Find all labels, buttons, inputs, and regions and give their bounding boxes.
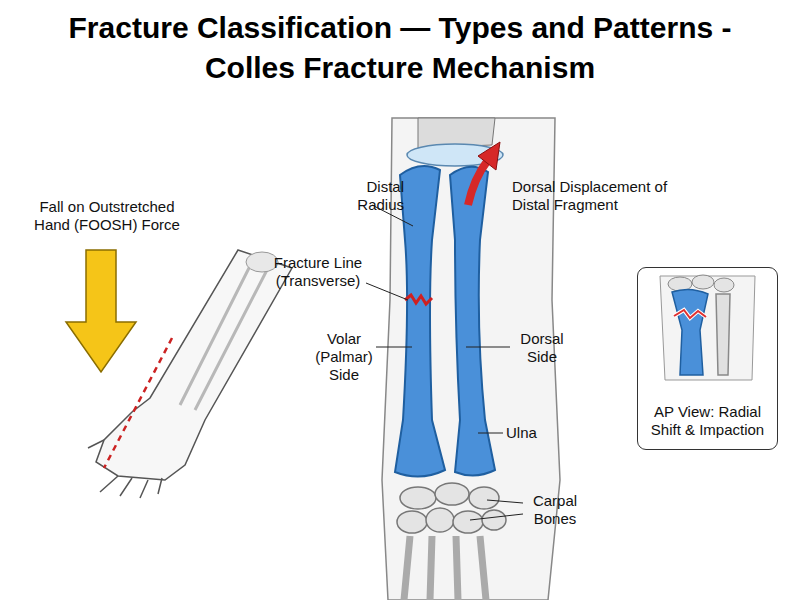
- inset-caption: AP View: Radial Shift & Impaction: [642, 403, 773, 439]
- displacement-arrowhead: [478, 142, 500, 170]
- metacarpals: [404, 536, 486, 600]
- inset-fracture: [674, 310, 706, 318]
- displacement-arrow: [468, 160, 488, 205]
- inset-carpals: [668, 275, 734, 292]
- part-label: Volar (Palmar) Side: [312, 330, 376, 384]
- part-label: Fall on Outstretched Hand (FOOSH) Force: [22, 198, 192, 234]
- inset-view-box: AP View: Radial Shift & Impaction: [637, 267, 778, 450]
- fracture-line: [405, 295, 432, 304]
- force-arrow: [66, 250, 136, 372]
- ulna-bone: [450, 167, 495, 476]
- part-label: Distal Radius: [318, 178, 404, 214]
- part-label: Ulna: [506, 424, 546, 442]
- inset-fracture-glow: [674, 310, 706, 318]
- part-label: Fracture Line (Transverse): [262, 254, 374, 290]
- inset-radius: [672, 289, 708, 375]
- part-label: Dorsal Side: [512, 330, 572, 366]
- part-label: Carpal Bones: [524, 492, 586, 528]
- carpal-bones: [397, 483, 506, 533]
- leader-lines: [366, 205, 523, 520]
- arm-outline: [96, 250, 292, 480]
- finger-lines: [88, 440, 162, 498]
- elbow-joint: [246, 252, 278, 272]
- diagram-title: Fracture Classification — Types and Patt…: [20, 8, 780, 88]
- inset-ulna: [716, 294, 730, 375]
- part-label: Dorsal Displacement of Distal Fragment: [512, 178, 692, 214]
- arm-bones: [180, 262, 268, 410]
- force-line: [104, 338, 172, 468]
- inset-forearm: [660, 276, 755, 380]
- inset-background: [638, 268, 777, 449]
